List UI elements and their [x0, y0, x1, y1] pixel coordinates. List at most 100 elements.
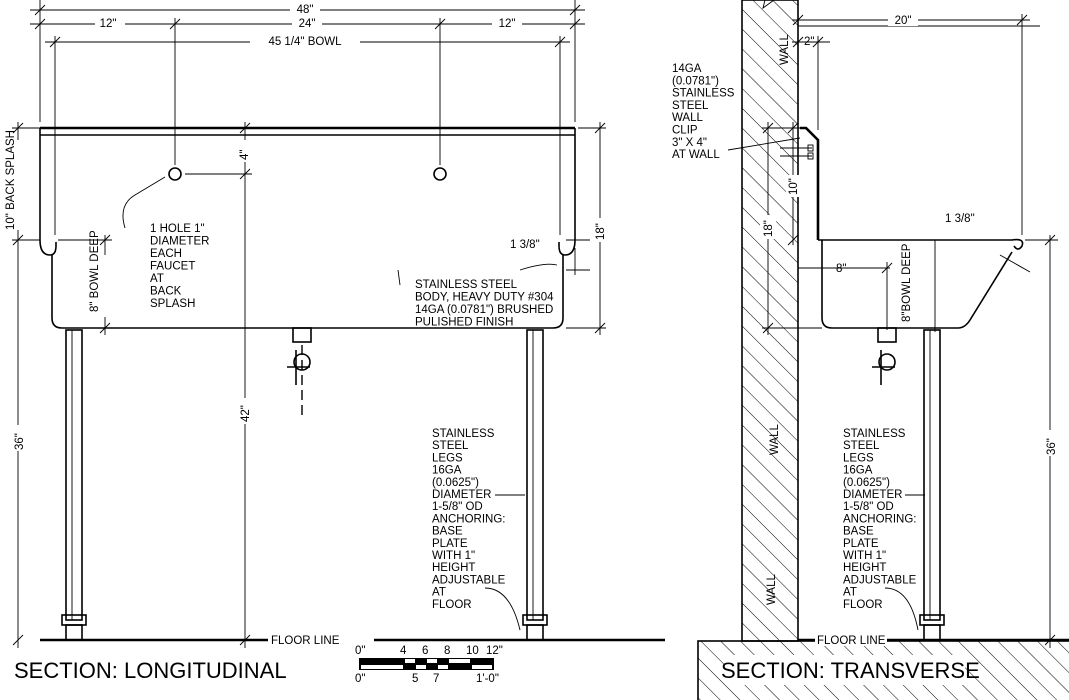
note-line: ANCHORING:	[843, 513, 916, 525]
dim-left-offset: 12"	[100, 18, 117, 30]
note-line: EACH	[150, 248, 182, 260]
floor-line-label: FLOOR LINE	[817, 635, 886, 647]
note-line: 1-5/8" OD	[843, 501, 894, 513]
note-line: 3" X 4"	[672, 137, 707, 149]
note-line: 14GA	[672, 63, 702, 75]
note-line: DIAMETER	[150, 236, 209, 248]
note-line: AT	[150, 273, 164, 285]
wall-label: WALL	[779, 34, 791, 65]
scale-label: 7	[433, 673, 439, 685]
note-line: FLOOR	[843, 599, 883, 611]
scale-label: 0"	[355, 645, 365, 657]
leader-line	[122, 176, 166, 229]
note-line: AT	[432, 587, 446, 599]
note-line: AT	[843, 587, 857, 599]
note-line: STAINLESS	[843, 428, 906, 440]
dim-height-18: 18"	[763, 220, 775, 237]
wall-label: WALL	[769, 424, 781, 455]
anchor-bolts	[780, 144, 814, 160]
drain	[292, 327, 312, 343]
scale-label: 1'-0"	[476, 673, 499, 685]
note-line: BACK	[150, 286, 182, 298]
transverse-dimensions	[762, 14, 1058, 648]
note-line: ANCHORING:	[432, 513, 505, 525]
sink-body	[39, 126, 576, 418]
note-line: AT WALL	[672, 149, 720, 161]
dim-faucet-spacing: 24"	[299, 18, 316, 30]
note-line: DIAMETER	[432, 489, 491, 501]
dim-height-36: 36"	[14, 433, 26, 450]
leader-line	[884, 494, 925, 631]
note-line: (0.0781")	[672, 75, 719, 87]
note-line: ADJUSTABLE	[432, 574, 506, 586]
dim-right-offset: 12"	[499, 18, 516, 30]
scale-label: 6	[422, 645, 428, 657]
scale-label: 12"	[486, 645, 503, 657]
leader-line	[484, 494, 525, 631]
dim-offset-2: 2"	[804, 36, 814, 48]
scale-bar: 0" 4 6 8 10 12" 0" 5 7 1'-0"	[355, 645, 503, 685]
note-line: WALL	[672, 112, 703, 124]
note-line: 16GA	[432, 465, 462, 477]
note-line: PULISHED FINISH	[415, 317, 513, 329]
note-line: LEGS	[432, 452, 463, 464]
note-line: HEIGHT	[843, 562, 886, 574]
dim-rim: 1 3/8"	[510, 239, 540, 251]
wall-label: WALL	[766, 574, 778, 605]
centerline-icon	[872, 350, 896, 385]
dim-drain-offset: 8"	[836, 263, 846, 275]
dim-overall-width: 48"	[297, 4, 314, 16]
note-line: 1 HOLE 1"	[150, 223, 205, 235]
wall-clip	[800, 126, 820, 240]
note-line: LEGS	[843, 452, 874, 464]
leader-line	[727, 137, 801, 151]
note-line: 16GA	[843, 465, 873, 477]
note-line: (0.0625")	[432, 477, 479, 489]
drain	[877, 327, 897, 343]
floor-line-label: FLOOR LINE	[271, 635, 340, 647]
faucet-hole	[168, 167, 182, 181]
note-line: ADJUSTABLE	[843, 574, 917, 586]
note-line: BASE	[843, 526, 874, 538]
dim-bowl-deep: 8"BOWL DEEP	[901, 243, 913, 322]
dim-bowl-deep: 8" BOWL DEEP	[89, 230, 101, 312]
scale-label: 0"	[355, 673, 365, 685]
note-line: STAINLESS	[672, 88, 735, 100]
note-line: FLOOR	[432, 599, 472, 611]
vertical-dimensions: 10" BACK SPLASH 36" 8" BOWL DEEP 4" 42" …	[5, 122, 608, 648]
note-line: HEIGHT	[432, 562, 475, 574]
dim-bowl-width: 45 1/4" BOWL	[268, 36, 342, 48]
wall	[741, 0, 799, 642]
note-line: WITH 1"	[843, 550, 886, 562]
note-line: CLIP	[672, 125, 698, 137]
legs	[61, 329, 548, 641]
note-line: 14GA (0.0781") BRUSHED	[415, 304, 553, 316]
dim-rim: 1 3/8"	[945, 213, 975, 225]
top-dimensions: 48" 12" 24" 12" 45 1/4" BOWL	[30, 0, 585, 235]
note-line: PLATE	[432, 538, 468, 550]
scale-label: 10	[466, 645, 479, 657]
note-line: STAINLESS	[432, 428, 495, 440]
note-line: STEEL	[843, 440, 880, 452]
dim-back-splash: 10" BACK SPLASH	[5, 130, 17, 230]
note-line: STEEL	[672, 100, 709, 112]
note-line: FAUCET	[150, 261, 195, 273]
leader-line	[397, 263, 558, 286]
section-title-longitudinal: SECTION: LONGITUDINAL	[14, 658, 287, 683]
note-line: BODY, HEAVY DUTY #304	[415, 292, 554, 304]
note-line: WITH 1"	[432, 550, 475, 562]
scale-label: 8	[444, 645, 450, 657]
faucet-hole	[433, 167, 447, 181]
section-title-transverse: SECTION: TRANSVERSE	[721, 658, 980, 683]
transverse-section: SECTION: TRANSVERSE WALL WALL WALL FLOOR…	[672, 0, 1069, 700]
longitudinal-section: 48" 12" 24" 12" 45 1/4" BOWL	[5, 0, 665, 683]
dim-faucet-height: 42"	[240, 405, 252, 422]
dim-depth-18: 18"	[595, 223, 607, 240]
note-line: STEEL	[432, 440, 469, 452]
note-line: PLATE	[843, 538, 879, 550]
